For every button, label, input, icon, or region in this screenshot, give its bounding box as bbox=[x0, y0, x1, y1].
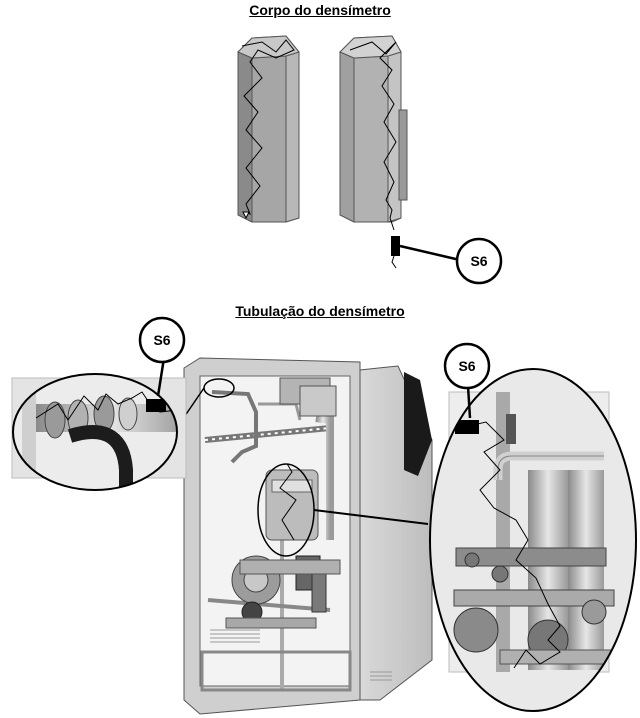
s6-callout-left-label: S6 bbox=[153, 332, 170, 348]
s6-sensor-marker-right bbox=[455, 420, 479, 434]
s6-callout-top: S6 bbox=[455, 237, 503, 285]
s6-callout-top-label: S6 bbox=[470, 253, 487, 269]
detail-left bbox=[11, 357, 187, 491]
section-title-tubing: Tubulação do densímetro bbox=[235, 303, 405, 319]
s6-sensor-marker-left bbox=[146, 399, 166, 412]
s6-callout-left: S6 bbox=[138, 316, 186, 364]
cabinet-assembly bbox=[177, 357, 433, 715]
s6-callout-right-label: S6 bbox=[458, 358, 475, 374]
section-title-body: Corpo do densímetro bbox=[249, 2, 391, 18]
s6-callout-right: S6 bbox=[443, 342, 491, 390]
detail-right bbox=[429, 368, 637, 712]
s6-sensor-marker-top bbox=[391, 236, 400, 256]
density-meter-body-right bbox=[339, 35, 461, 269]
density-meter-body-left bbox=[237, 35, 300, 223]
